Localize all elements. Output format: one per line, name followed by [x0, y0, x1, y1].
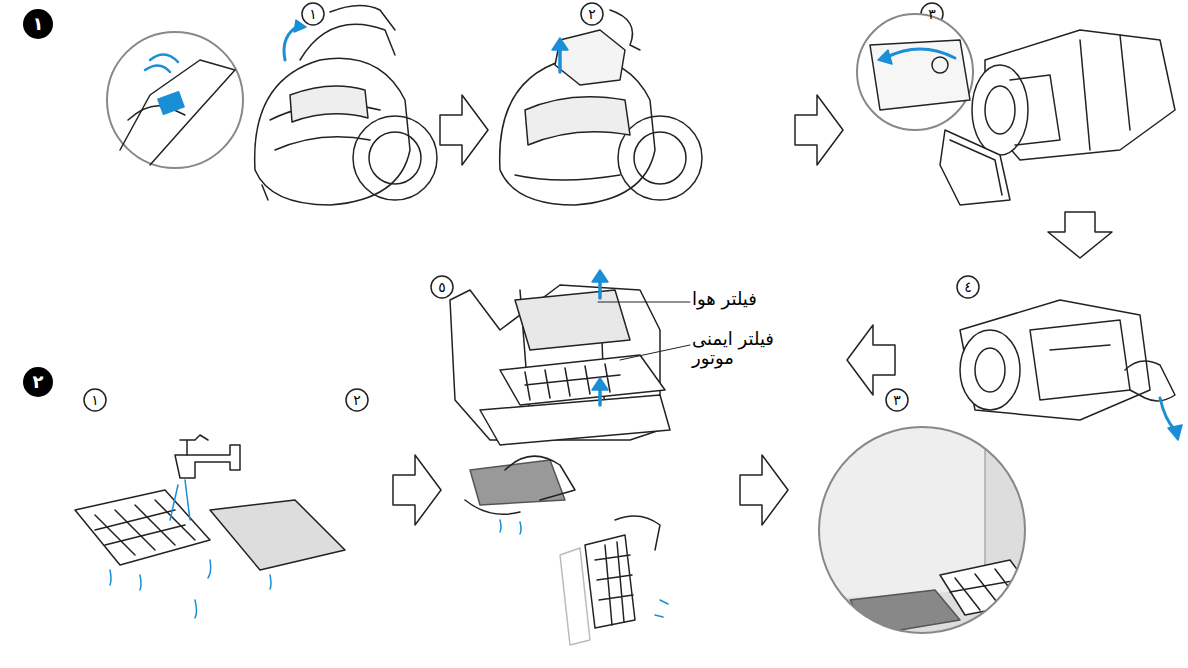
vacuum-step3 [857, 14, 1175, 205]
step-circles [84, 3, 979, 411]
part-name: فیلتر ایمنی موتور [692, 330, 790, 378]
vacuum-step2 [500, 10, 702, 205]
callout-number: ٣ [886, 389, 908, 411]
callout-number: ٢ [581, 3, 603, 25]
step-marker [23, 9, 53, 39]
callout-number: ٥ [431, 276, 453, 298]
dry-step [800, 420, 1050, 650]
callout-number: ١ [302, 3, 324, 25]
wash-step [75, 435, 345, 618]
callout-number: ٢ [346, 389, 368, 411]
vacuum-step5 [450, 270, 690, 445]
part-name: فیلتر هوا [692, 290, 802, 314]
squeeze-step [465, 456, 668, 645]
callout-number: ٤ [957, 276, 979, 298]
callout-number: ٣ [921, 3, 943, 25]
flow-arrows [393, 95, 1112, 525]
step-marker: ١ [24, 10, 52, 38]
step-marker [23, 367, 53, 397]
callout-number: ١ [84, 389, 106, 411]
step-marker: ٢ [24, 368, 52, 396]
vacuum-step4 [960, 300, 1182, 440]
vacuum-step1 [107, 5, 437, 205]
